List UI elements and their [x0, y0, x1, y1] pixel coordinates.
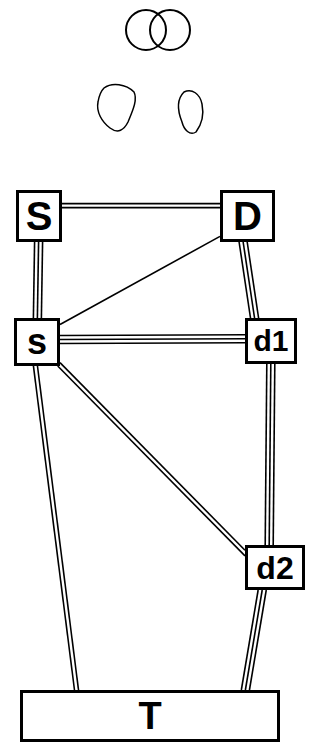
node-box: T: [20, 690, 280, 742]
leaf-shape: [98, 85, 136, 131]
connector-line: [41, 242, 42, 318]
connector: [60, 335, 245, 344]
connector-line: [33, 366, 74, 690]
connector-line: [245, 590, 262, 690]
connector: [33, 242, 42, 318]
connector-line: [241, 590, 258, 690]
connector-line: [33, 242, 34, 318]
node-label: S: [26, 196, 53, 236]
connector-line: [239, 242, 250, 318]
connector-line: [273, 364, 275, 545]
connector-line: [37, 242, 38, 318]
leaf-shape: [179, 91, 203, 134]
node-label: T: [138, 697, 161, 735]
connector: [241, 590, 266, 690]
connector-line: [265, 364, 267, 545]
connector-line: [58, 366, 245, 556]
connector: [33, 366, 78, 690]
connector: [62, 204, 220, 208]
connector-line: [249, 590, 266, 690]
connector-line: [60, 334, 245, 336]
ring: [126, 10, 166, 50]
connector-line: [60, 342, 245, 344]
node-label: d2: [256, 552, 293, 584]
node-box: d1: [245, 318, 297, 364]
connector: [60, 236, 220, 324]
ring: [150, 10, 190, 50]
connector-line: [60, 363, 245, 551]
node-label: d1: [253, 326, 288, 356]
connector: [239, 242, 258, 318]
node-label: D: [233, 196, 262, 236]
node-label: s: [27, 324, 47, 360]
node-box: D: [220, 190, 275, 242]
connector-line: [62, 207, 220, 209]
connector-line: [60, 236, 220, 324]
connector-line: [62, 203, 220, 205]
connector-line: [269, 364, 271, 545]
connector-line: [60, 338, 245, 340]
node-box: s: [14, 318, 60, 366]
rings: [126, 10, 190, 50]
connector: [58, 363, 245, 556]
connector: [265, 364, 275, 545]
node-box: S: [16, 190, 62, 242]
connector-line: [37, 366, 78, 690]
node-box: d2: [245, 545, 305, 590]
